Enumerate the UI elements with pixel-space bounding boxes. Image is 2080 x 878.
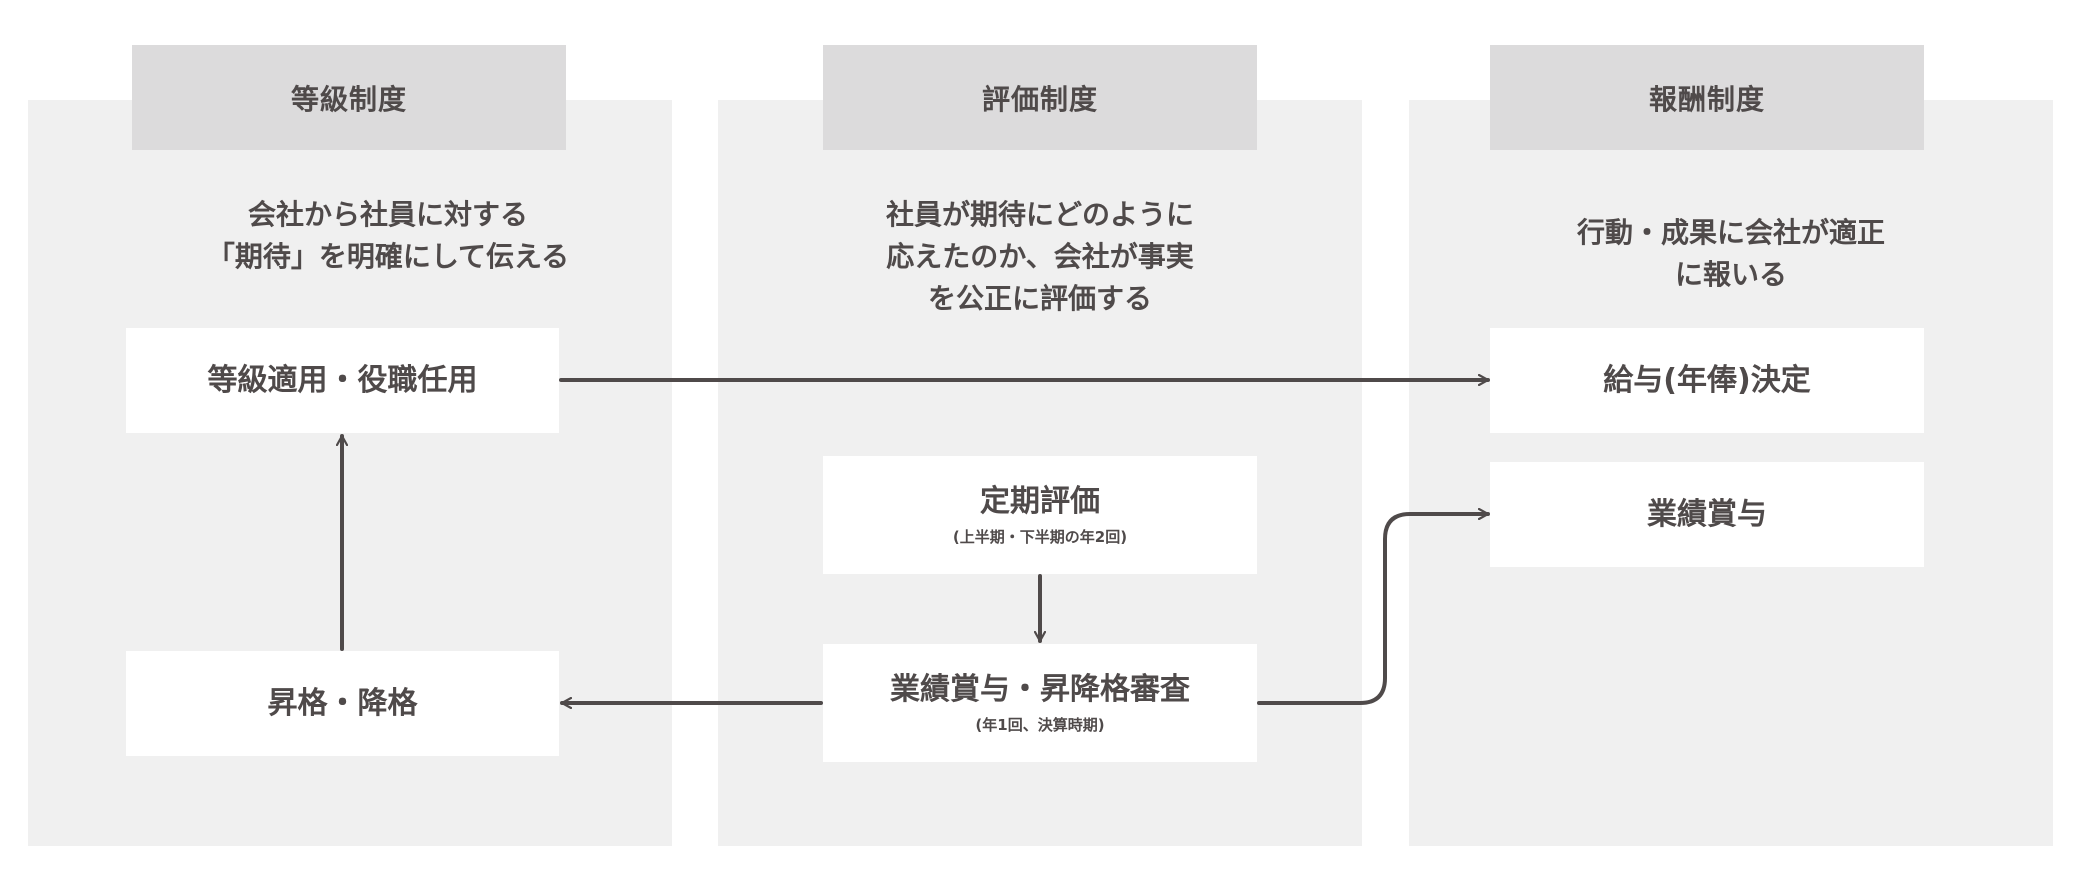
arrow-review-to-bonus bbox=[1257, 514, 1490, 705]
box-bonus-review-label: 業績賞与・昇降格審査 bbox=[890, 672, 1190, 707]
description-compensation-system: 行動・成果に会社が適正 に報いる bbox=[1576, 216, 1885, 291]
box-promotion-label: 昇格・降格 bbox=[267, 685, 418, 721]
box-bonus-review-sub: (年1回、決算時期) bbox=[975, 716, 1105, 734]
box-performance-bonus: 業績賞与 bbox=[1490, 462, 1924, 567]
box-grade-apply-label: 等級適用・役職任用 bbox=[207, 362, 478, 398]
box-periodic-evaluation-sub: (上半期・下半期の年2回) bbox=[952, 528, 1128, 546]
box-promotion: 昇格・降格 bbox=[126, 651, 559, 756]
box-periodic-evaluation: 定期評価 (上半期・下半期の年2回) bbox=[823, 456, 1257, 574]
header-compensation-system: 報酬制度 bbox=[1490, 45, 1924, 150]
header-grade-system: 等級制度 bbox=[132, 45, 566, 150]
box-performance-bonus-label: 業績賞与 bbox=[1647, 496, 1767, 532]
description-grade-system: 会社から社員に対する 「期待」を明確にして伝える bbox=[206, 198, 570, 273]
box-periodic-evaluation-label: 定期評価 bbox=[980, 484, 1100, 519]
box-salary-decision: 給与(年俸)決定 bbox=[1490, 328, 1924, 433]
box-grade-apply: 等級適用・役職任用 bbox=[126, 328, 559, 433]
header-evaluation-system: 評価制度 bbox=[823, 45, 1257, 150]
box-bonus-review: 業績賞与・昇降格審査 (年1回、決算時期) bbox=[823, 644, 1257, 762]
box-salary-decision-label: 給与(年俸)決定 bbox=[1603, 362, 1811, 398]
description-evaluation-system: 社員が期待にどのように 応えたのか、会社が事実 を公正に評価する bbox=[885, 198, 1194, 315]
